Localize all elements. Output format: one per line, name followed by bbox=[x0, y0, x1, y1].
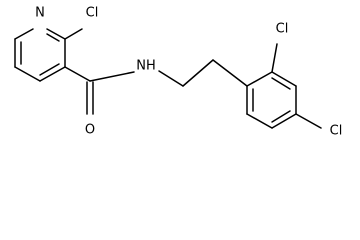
bond-b4-b5 bbox=[271, 113, 297, 129]
bond-b4-cl bbox=[295, 113, 322, 129]
bond-b2-cl bbox=[271, 43, 278, 73]
bond-ch2-ch2 bbox=[182, 59, 214, 87]
bond-b2-b3-double bbox=[271, 77, 291, 90]
chemical-structure-diagram: N Cl NH O Cl Cl bbox=[14, 6, 343, 139]
bond-carbonyl-n bbox=[89, 71, 135, 82]
bond-c3-c4-double bbox=[39, 63, 60, 76]
bond-c2-n1-double bbox=[46, 33, 60, 42]
structure-canvas: N Cl NH O Cl Cl bbox=[14, 6, 343, 139]
atom-label-para-cl: Cl bbox=[330, 124, 343, 139]
atom-label-amide-nh: NH bbox=[136, 59, 156, 74]
bond-n1-c2 bbox=[46, 28, 66, 40]
atom-label-carbonyl-o: O bbox=[85, 123, 95, 138]
atom-label-ortho-cl: Cl bbox=[276, 22, 289, 37]
bond-b4-b5-double bbox=[271, 110, 291, 123]
bond-c6-n1 bbox=[14, 28, 34, 40]
bond-n-ch2 bbox=[158, 70, 184, 87]
atom-label-pyridine-cl: Cl bbox=[86, 6, 99, 21]
bond-c2-cl bbox=[64, 28, 83, 40]
bond-c3-carbonyl bbox=[64, 66, 91, 82]
bond-ch2-aryl bbox=[212, 59, 248, 87]
bond-b1-b2 bbox=[246, 71, 273, 87]
bond-b2-b3 bbox=[271, 71, 297, 87]
atom-label-pyridine-n: N bbox=[35, 6, 45, 21]
bond-c3-c4 bbox=[39, 66, 66, 82]
bond-b5-b6 bbox=[246, 113, 273, 129]
bond-c4-c5 bbox=[14, 66, 41, 82]
